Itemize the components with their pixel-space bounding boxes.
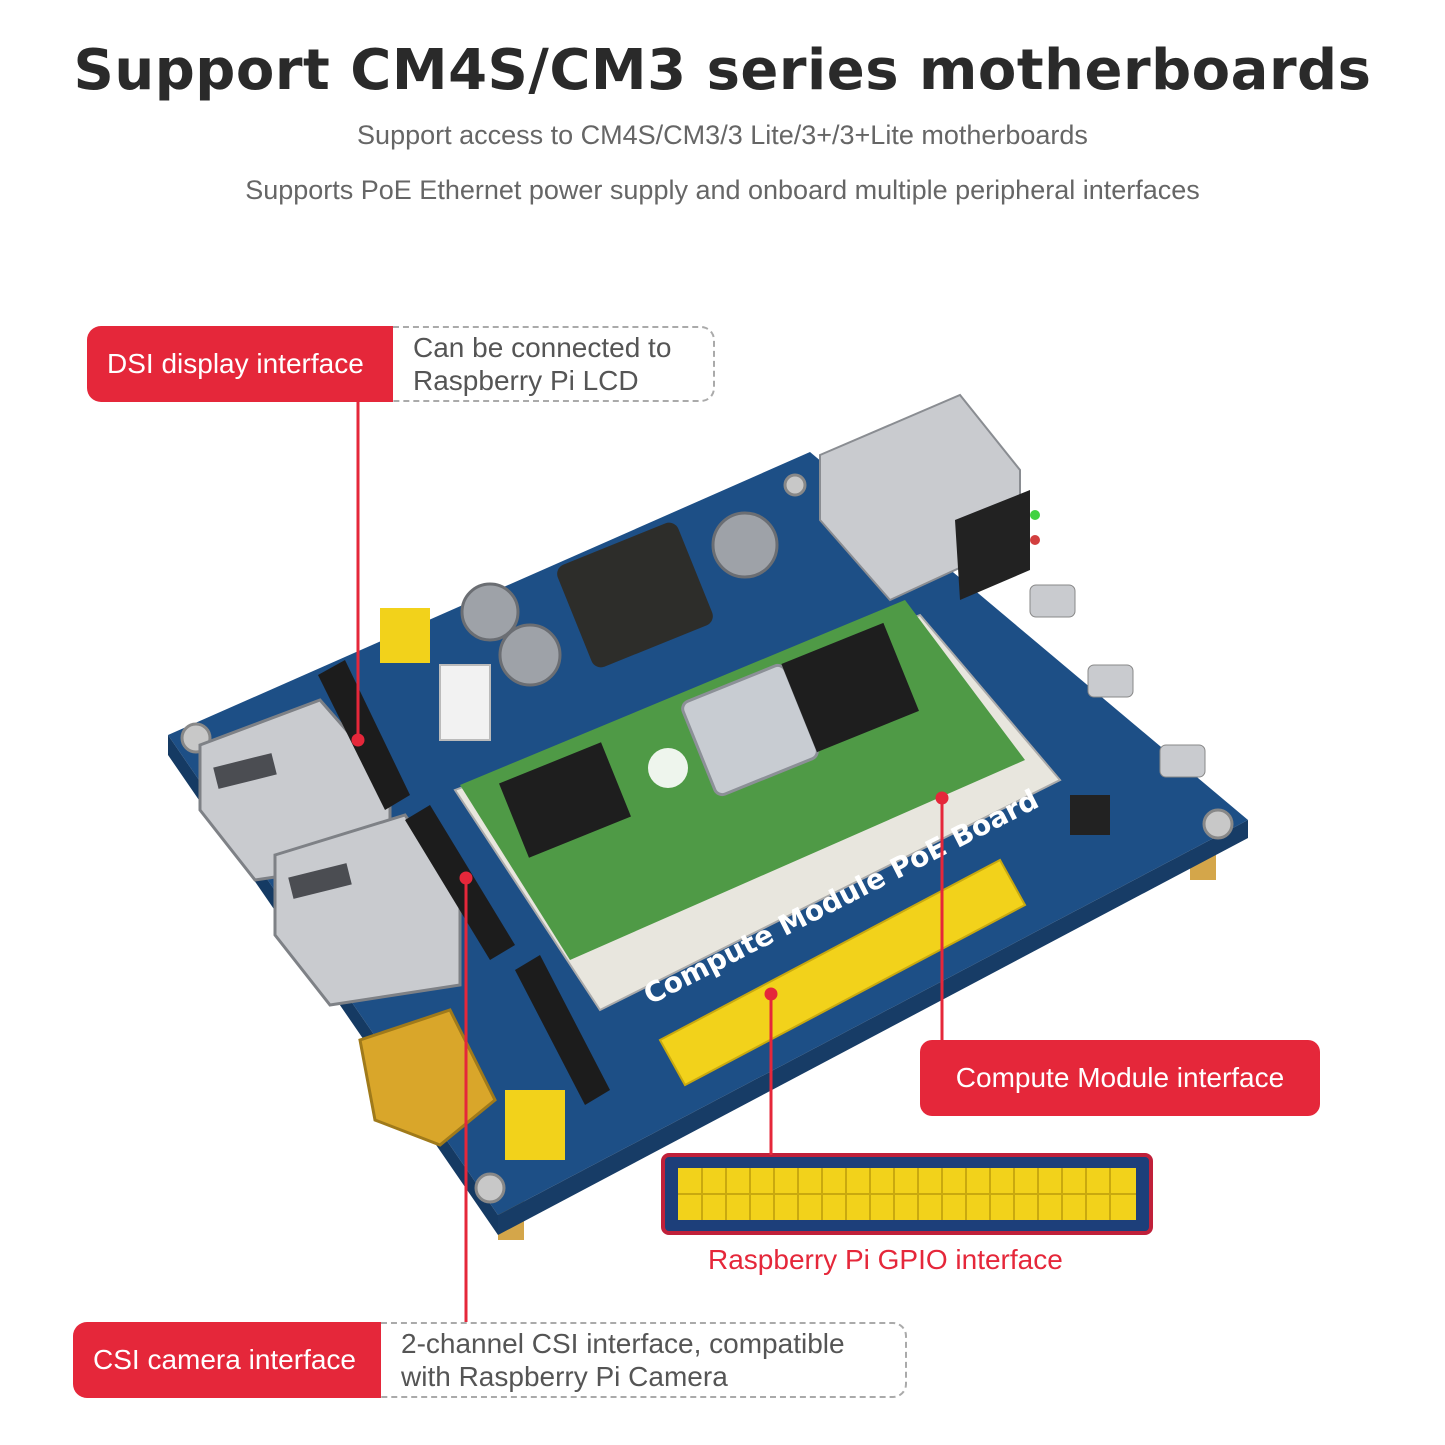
csi-description: 2-channel CSI interface, compatible with… [381,1322,907,1398]
gpio-label: Raspberry Pi GPIO interface [708,1244,1063,1275]
subtitle-features: Supports PoE Ethernet power supply and o… [245,175,1200,205]
dsi-connector [318,660,410,810]
page-title: Support CM4S/CM3 series motherboards [73,38,1372,103]
compute-module-label: Compute Module interface [920,1040,1320,1116]
gpio-header-board [658,858,1027,1087]
csi-callout: CSI camera interface 2-channel CSI inter… [73,1322,907,1398]
csi-connector-2 [515,955,610,1105]
dsi-description: Can be connected to Raspberry Pi LCD [393,326,715,402]
usb-port-lower [273,813,462,1007]
subtitle-compat: Support access to CM4S/CM3/3 Lite/3+/3+L… [357,120,1088,150]
dsi-label: DSI display interface [87,326,393,402]
csi-connector-1 [405,805,515,960]
csi-label: CSI camera interface [73,1322,381,1398]
dsi-callout: DSI display interface Can be connected t… [87,326,715,402]
